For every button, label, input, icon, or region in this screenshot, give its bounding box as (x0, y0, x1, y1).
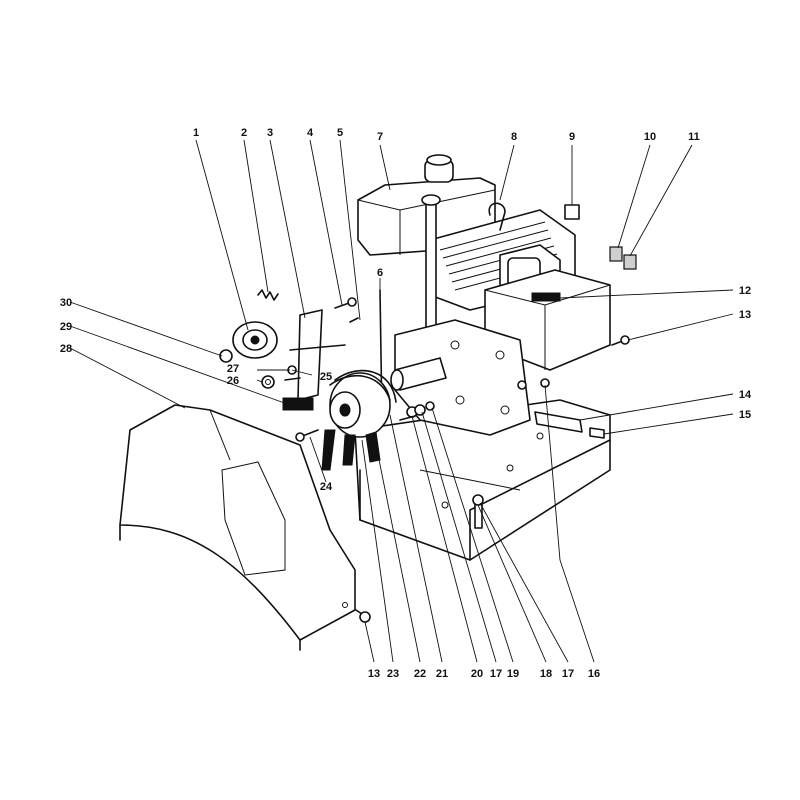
callout-24: 24 (320, 481, 333, 493)
callout-27: 27 (227, 363, 239, 375)
callout-21: 21 (436, 668, 448, 680)
callout-10: 10 (644, 131, 656, 143)
drive-pulley-and-belts (321, 369, 397, 471)
callout-18: 18 (540, 668, 552, 680)
callout-labels: 1 2 3 4 5 6 7 8 9 10 11 12 13 14 15 16 1… (60, 127, 752, 680)
callout-17-left: 17 (490, 668, 502, 680)
callout-17-right: 17 (562, 668, 574, 680)
idler-pulley-assembly (232, 289, 346, 411)
callout-11: 11 (688, 131, 700, 143)
callout-28: 28 (60, 343, 72, 355)
callout-2: 2 (241, 127, 247, 139)
callout-1: 1 (193, 127, 199, 139)
hardware-fasteners (219, 204, 637, 623)
callout-8: 8 (511, 131, 517, 143)
leader-lines (69, 139, 734, 663)
callout-13-upper: 13 (739, 309, 751, 321)
callout-6: 6 (377, 267, 383, 279)
callout-26: 26 (227, 375, 239, 387)
callout-25: 25 (320, 371, 332, 383)
callout-13-lower: 13 (368, 668, 380, 680)
engine-assembly (357, 154, 611, 436)
callout-16: 16 (588, 668, 600, 680)
callout-4: 4 (307, 127, 314, 139)
callout-9: 9 (569, 131, 575, 143)
callout-19: 19 (507, 668, 519, 680)
callout-3: 3 (267, 127, 273, 139)
callout-29: 29 (60, 321, 72, 333)
callout-14: 14 (739, 389, 752, 401)
callout-12: 12 (739, 285, 751, 297)
callout-22: 22 (414, 668, 426, 680)
callout-20: 20 (471, 668, 483, 680)
callout-5: 5 (337, 127, 343, 139)
callout-7: 7 (377, 131, 383, 143)
belt-cover (119, 404, 356, 651)
callout-15: 15 (739, 409, 751, 421)
callout-23: 23 (387, 668, 399, 680)
callout-30: 30 (60, 297, 72, 309)
